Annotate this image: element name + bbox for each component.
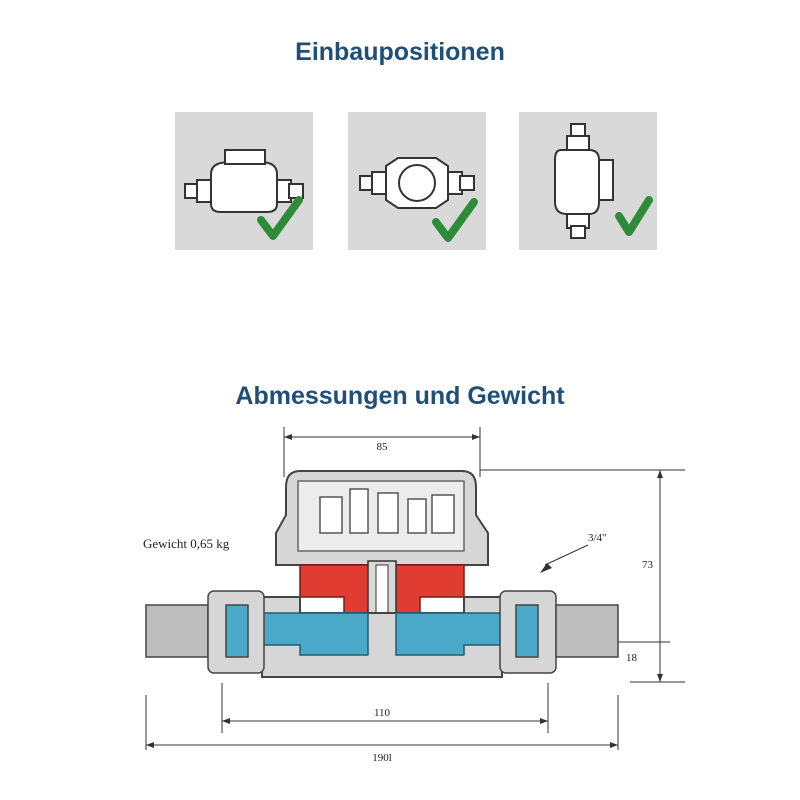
dim-top-width: 85 xyxy=(377,441,389,453)
check-icon xyxy=(615,196,653,236)
water-meter-vertical-icon xyxy=(554,123,653,239)
dim-height: 73 xyxy=(642,559,654,571)
dim-inner-length: 110 xyxy=(374,707,391,719)
dimensions-title: Abmessungen und Gewicht xyxy=(235,382,565,410)
mounting-positions-title: Einbaupositionen xyxy=(295,38,505,66)
water-meter-top-view-icon xyxy=(359,157,478,242)
thread-label: 3/4" xyxy=(588,532,607,544)
dim-total-length: 190l xyxy=(372,752,392,764)
mounting-position-horizontal-dial-up xyxy=(348,112,486,250)
mounting-position-vertical xyxy=(519,112,657,250)
check-icon xyxy=(257,196,303,240)
dim-axis-height: 18 xyxy=(626,652,638,664)
meter-dimension-drawing: 85 73 18 Gewicht xyxy=(143,427,685,764)
water-meter-horizontal-icon xyxy=(184,149,304,240)
mounting-position-horizontal xyxy=(175,112,313,250)
weight-label: Gewicht 0,65 kg xyxy=(143,536,230,551)
check-icon xyxy=(432,198,478,242)
